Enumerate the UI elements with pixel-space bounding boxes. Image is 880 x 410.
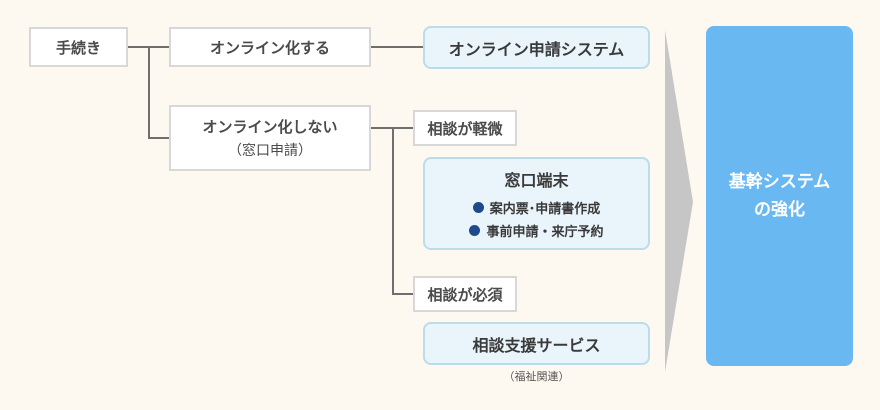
core-system-line1: 基幹システム [728, 172, 831, 192]
connector-procedure-v [148, 46, 150, 139]
window-terminal-title: 窓口端末 [504, 171, 569, 190]
connector-required-h [392, 293, 413, 295]
online-system-box: オンライン申請システム [423, 26, 650, 69]
connector-online-h [371, 46, 423, 48]
list-item: 事前申請・来庁予約 [469, 221, 604, 240]
list-item: 案内票･申請書作成 [472, 198, 601, 217]
procedure-box: 手続き [29, 27, 128, 67]
window-terminal-item: 案内票･申請書作成 [489, 202, 601, 217]
connector-offline-h [148, 137, 169, 139]
window-terminal-box: 窓口端末 案内票･申請書作成 事前申請・来庁予約 [423, 157, 650, 250]
bullet-icon [469, 225, 481, 236]
online-box: オンライン化する [169, 27, 371, 67]
bullet-icon [472, 202, 484, 213]
offline-sub-label: （窓口申請） [228, 143, 312, 159]
core-system-line2: の強化 [754, 200, 805, 220]
connector-branch-v [392, 127, 394, 295]
consult-minor-box: 相談が軽微 [413, 110, 517, 146]
core-system-box: 基幹システム の強化 [706, 26, 853, 366]
window-terminal-item: 事前申請・来庁予約 [486, 225, 604, 240]
offline-box: オンライン化しない （窓口申請） [169, 105, 371, 171]
consult-required-box: 相談が必須 [413, 276, 517, 312]
consult-service-note: （福祉関連） [503, 370, 570, 383]
offline-label: オンライン化しない [202, 118, 338, 136]
consult-service-box: 相談支援サービス [423, 322, 650, 365]
